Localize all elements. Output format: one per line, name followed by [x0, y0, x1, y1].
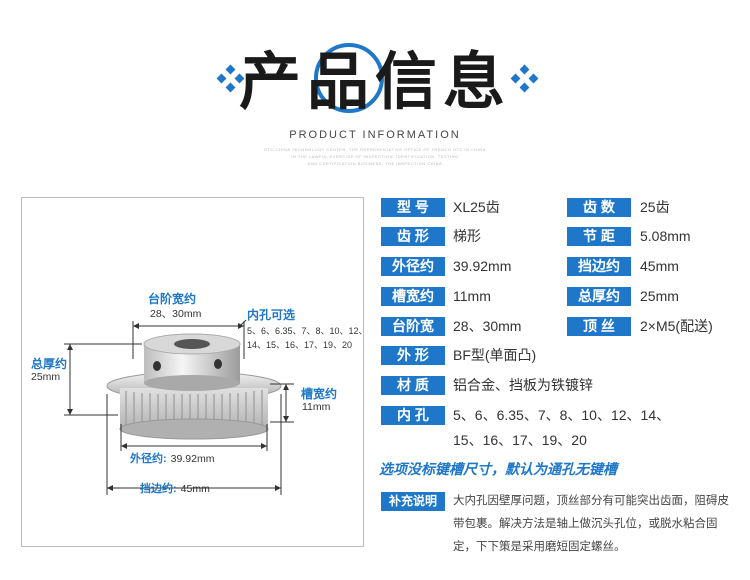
spec-value-material: 铝合金、挡板为铁镀锌	[453, 377, 593, 393]
spec-value-bore-line-1: 5、6、6.35、7、8、10、12、14、	[453, 407, 671, 423]
fine-print-line: AND CERTIFICATION BUSINESS, THE INSPECTI…	[307, 161, 443, 166]
fine-print-line: IN THE LAWFUL EXERCISE OF INSPECTION, ID…	[291, 154, 459, 159]
spec-label-bore: 内 孔	[381, 406, 445, 425]
spec-label-material: 材 质	[381, 376, 445, 395]
spec-value-groove-width: 11mm	[453, 288, 491, 304]
total-thickness-value: 25mm	[31, 371, 61, 383]
spec-value-model: XL25齿	[453, 199, 500, 215]
diamond-ornament-right	[510, 64, 539, 93]
pulley-drawing	[64, 319, 294, 495]
spec-label-set-screw: 顶 丝	[567, 317, 631, 336]
outer-diameter-label: 外径约:	[130, 453, 167, 465]
spec-label-tooth-shape: 齿 形	[381, 227, 445, 246]
spec-label-flange: 挡边约	[567, 257, 631, 276]
spec-label-outer-diameter: 外径约	[381, 257, 445, 276]
spec-value-shape: BF型(单面凸)	[453, 347, 537, 363]
spec-value-bore-line-2: 15、16、17、19、20	[453, 432, 587, 448]
supplement-text: 大内孔因壁厚问题，顶丝部分有可能突出齿面，阻碍皮带包裹。解决方法是轴上做沉头孔位…	[453, 495, 729, 553]
page-subtitle: PRODUCT INFORMATION	[289, 129, 461, 141]
supplement-label: 补充说明	[381, 492, 445, 511]
spec-label-pitch: 节 距	[567, 227, 631, 246]
spec-label-total-thickness: 总厚约	[567, 287, 631, 306]
spec-value-set-screw: 2×M5(配送)	[640, 318, 713, 334]
spec-value-step-width: 28、30mm	[453, 318, 522, 334]
flange-diameter-label: 挡边约:	[140, 483, 177, 495]
spec-label-step-width: 台阶宽	[381, 317, 445, 336]
spec-label-teeth: 齿 数	[567, 198, 631, 217]
total-thickness-label: 总厚约	[31, 357, 68, 371]
step-width-label: 台阶宽约	[148, 292, 197, 306]
fine-print: OTC CHINA TECHNOLOGY CENTER, THE REPRESE…	[0, 146, 750, 167]
page-title: 产品信息	[238, 45, 511, 118]
bore-options-line-1: 5、6、6.35、7、8、10、12、	[247, 326, 368, 336]
fine-print-line: OTC CHINA TECHNOLOGY CENTER, THE REPRESE…	[264, 147, 486, 152]
spec-value-teeth: 25齿	[640, 199, 670, 215]
spec-label-groove-width: 槽宽约	[381, 287, 445, 306]
spec-label-shape: 外 形	[381, 346, 445, 365]
spec-label-model: 型 号	[381, 198, 445, 217]
outer-diameter-dim: 外径约:39.92mm	[130, 450, 214, 466]
groove-width-label: 槽宽约	[301, 387, 338, 401]
flange-diameter-value: 45mm	[180, 483, 210, 495]
keyway-note: 选项没标键槽尺寸，默认为通孔无键槽	[379, 461, 617, 477]
flange-diameter-dim: 挡边约:45mm	[140, 480, 210, 496]
pulley-diagram: 台阶宽约 28、30mm 内孔可选 5、6、6.35、7、8、10、12、 14…	[21, 197, 368, 547]
spec-value-tooth-shape: 梯形	[453, 228, 481, 244]
step-width-value: 28、30mm	[150, 308, 202, 320]
spec-value-outer-diameter: 39.92mm	[453, 258, 512, 274]
spec-value-flange: 45mm	[640, 258, 679, 274]
bore-label: 内孔可选	[247, 308, 296, 322]
spec-value-total-thickness: 25mm	[640, 288, 679, 304]
spec-value-pitch: 5.08mm	[640, 228, 691, 244]
bore-options-line-2: 14、15、16、17、19、20	[247, 340, 353, 350]
title-ring-ornament	[314, 43, 384, 113]
groove-width-value: 11mm	[302, 401, 331, 413]
outer-diameter-value: 39.92mm	[170, 453, 215, 465]
